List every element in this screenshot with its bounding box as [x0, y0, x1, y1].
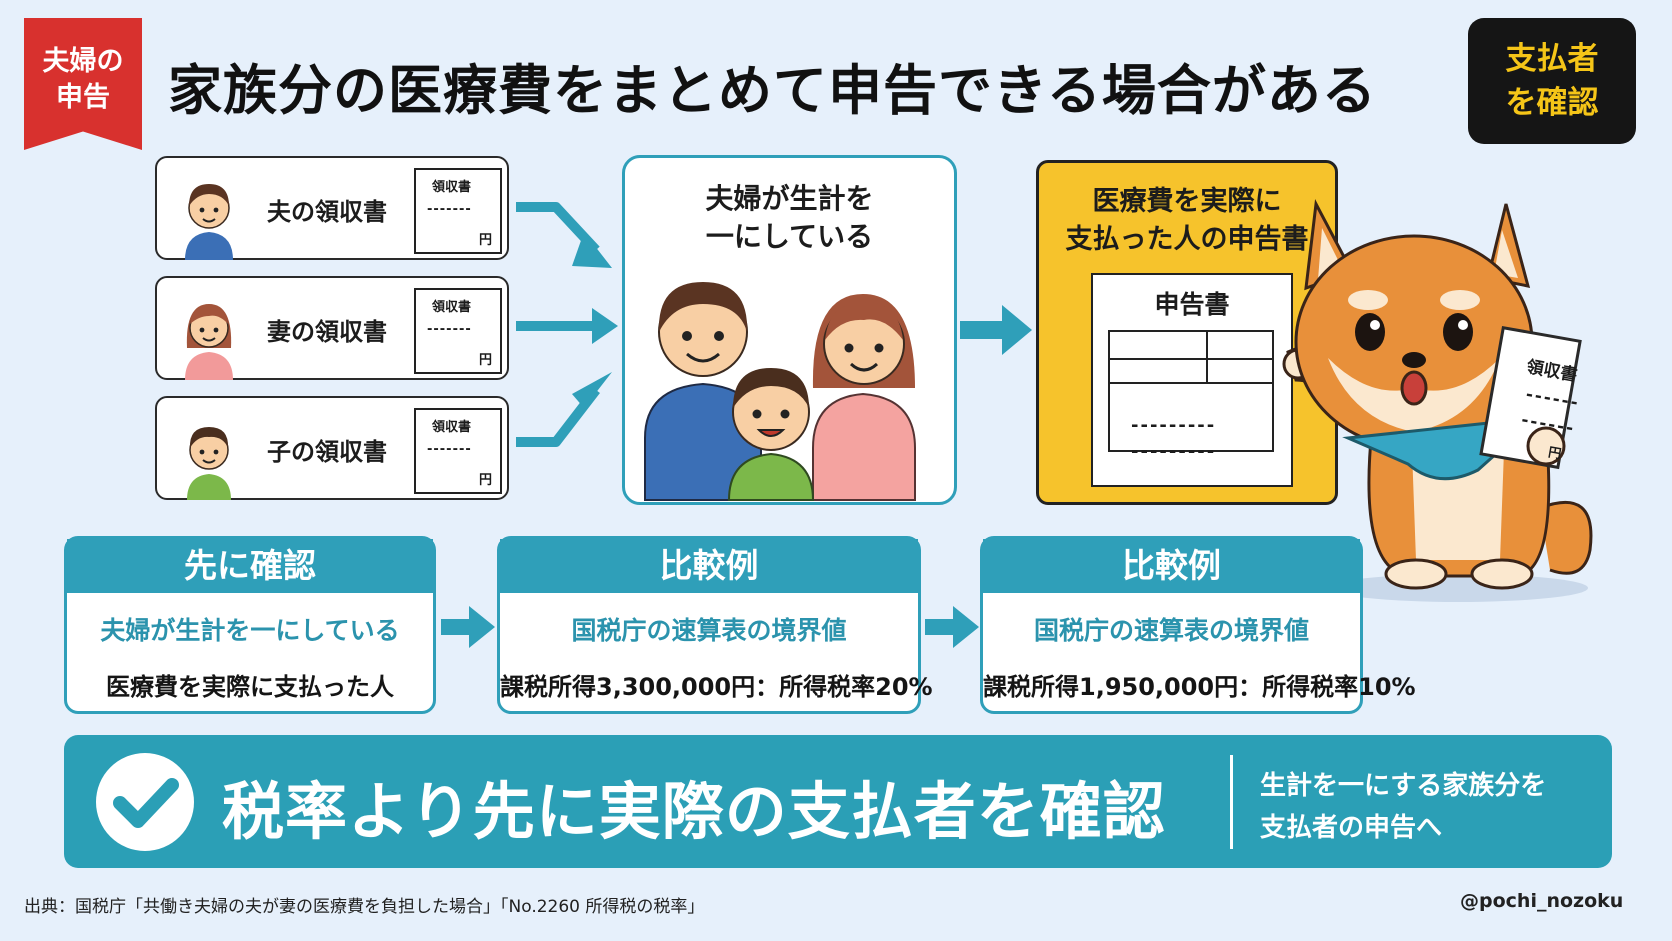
category-ribbon: 夫婦の 申告	[24, 18, 142, 150]
banner-sub-text: 生計を一にする家族分を 支払者の申告へ	[1260, 765, 1546, 849]
info-box-line1: 国税庁の速算表の境界値	[571, 616, 847, 645]
info-box-line2: 課税所得3,300,000円：所得税率20%	[500, 673, 933, 701]
tax-return-title: 医療費を実際に 支払った人の申告書	[1039, 183, 1335, 259]
form-grid-icon	[1108, 330, 1274, 452]
household-to-return-arrow-icon	[960, 305, 1032, 355]
slip-yen: 円	[478, 233, 492, 248]
slip-dashes: -------	[427, 442, 472, 457]
info-box-head: 比較例	[500, 539, 918, 593]
form-dashes: --------- ---------	[1131, 413, 1216, 465]
receipt-label: 子の領収書	[267, 438, 387, 466]
receipt-card-husband: 夫の領収書 領収書 ------- 円	[155, 156, 509, 260]
family-illustration-icon	[644, 282, 916, 501]
arrow-right-icon	[441, 606, 495, 648]
receipt-slip: 領収書 ------- 円	[414, 288, 502, 374]
banner-sub-line1: 生計を一にする家族分を	[1260, 771, 1547, 801]
info-box-line2: 課税所得1,950,000円：所得税率10%	[983, 673, 1416, 701]
slip-yen: 円	[478, 473, 492, 488]
info-box-check-first: 先に確認 夫婦が生計を一にしている 医療費を実際に支払った人	[64, 536, 436, 714]
banner-sub-line2: 支払者の申告へ	[1260, 813, 1443, 843]
corner-badge-line1: 支払者	[1505, 41, 1599, 77]
tax-return-title-line2: 支払った人の申告書	[1065, 224, 1309, 255]
info-box-line2: 医療費を実際に支払った人	[106, 673, 394, 701]
receipt-slip: 領収書 ------- 円	[414, 168, 502, 254]
banner-divider	[1230, 755, 1233, 849]
info-box-example-20: 比較例 国税庁の速算表の境界値 課税所得3,300,000円：所得税率20%	[497, 536, 933, 714]
corner-badge: 支払者 を確認	[1468, 18, 1636, 144]
checkmark-icon	[113, 778, 179, 828]
tax-return-form: 申告書 --------- ---------	[1091, 273, 1293, 487]
child-avatar-icon	[187, 427, 231, 500]
banner-main-text: 税率より先に実際の支払者を確認	[222, 775, 1166, 848]
mascot-receipt-dash: ------	[1519, 410, 1577, 440]
household-box: 夫婦が生計を 一にしている	[622, 155, 957, 505]
arrow-right-icon	[925, 606, 979, 648]
receipt-label: 夫の領収書	[267, 198, 387, 226]
mascot-receipt-yen: 円	[1546, 445, 1563, 463]
slip-yen: 円	[478, 353, 492, 368]
tax-return-title-line1: 医療費を実際に	[1092, 186, 1282, 217]
info-box-line1: 夫婦が生計を一にしている	[100, 616, 400, 645]
corner-badge-line2: を確認	[1505, 85, 1599, 121]
slip-title: 領収書	[432, 300, 472, 315]
page-title: 家族分の医療費をまとめて申告できる場合がある	[168, 59, 1377, 122]
slip-title: 領収書	[432, 420, 472, 435]
info-box-example-10: 比較例 国税庁の速算表の境界値 課税所得1,950,000円：所得税率10%	[980, 536, 1416, 714]
info-box-head: 比較例	[983, 539, 1360, 593]
wife-avatar-icon	[185, 304, 233, 380]
tax-return-box: 医療費を実際に 支払った人の申告書 申告書 --------- --------…	[1036, 160, 1338, 505]
receipt-label: 妻の領収書	[267, 318, 387, 346]
source-note: 出典：国税庁「共働き夫婦の夫が妻の医療費を負担した場合」「No.2260 所得税…	[24, 897, 705, 917]
info-box-line1: 国税庁の速算表の境界値	[1033, 616, 1309, 645]
slip-dashes: -------	[427, 322, 472, 337]
conclusion-banner: 税率より先に実際の支払者を確認 生計を一にする家族分を 支払者の申告へ	[64, 735, 1612, 868]
form-dash-line: ---------	[1131, 441, 1217, 462]
check-circle	[96, 753, 194, 851]
form-title: 申告書	[1154, 290, 1230, 319]
receipt-slip: 領収書 ------- 円	[414, 408, 502, 494]
author-handle: @pochi_nozoku	[1460, 890, 1624, 912]
slip-title: 領収書	[432, 180, 472, 195]
receipt-card-wife: 妻の領収書 領収書 ------- 円	[155, 276, 509, 380]
slip-dashes: -------	[427, 202, 472, 217]
ribbon-line1: 夫婦の	[42, 46, 124, 77]
mascot-receipt-title: 領収書	[1525, 357, 1579, 386]
household-title-line1: 夫婦が生計を	[705, 182, 874, 215]
mascot-receipt-dash: ------	[1524, 384, 1582, 414]
form-dash-line: ---------	[1131, 415, 1217, 436]
receipts-to-household-arrows-icon	[516, 202, 618, 447]
household-title: 夫婦が生計を 一にしている	[625, 180, 954, 256]
household-title-line2: 一にしている	[705, 220, 874, 253]
husband-avatar-icon	[185, 184, 233, 260]
info-box-head: 先に確認	[67, 539, 433, 593]
receipt-card-child: 子の領収書 領収書 ------- 円	[155, 396, 509, 500]
ribbon-line2: 申告	[56, 82, 110, 113]
shiba-mascot-icon	[1282, 199, 1593, 602]
